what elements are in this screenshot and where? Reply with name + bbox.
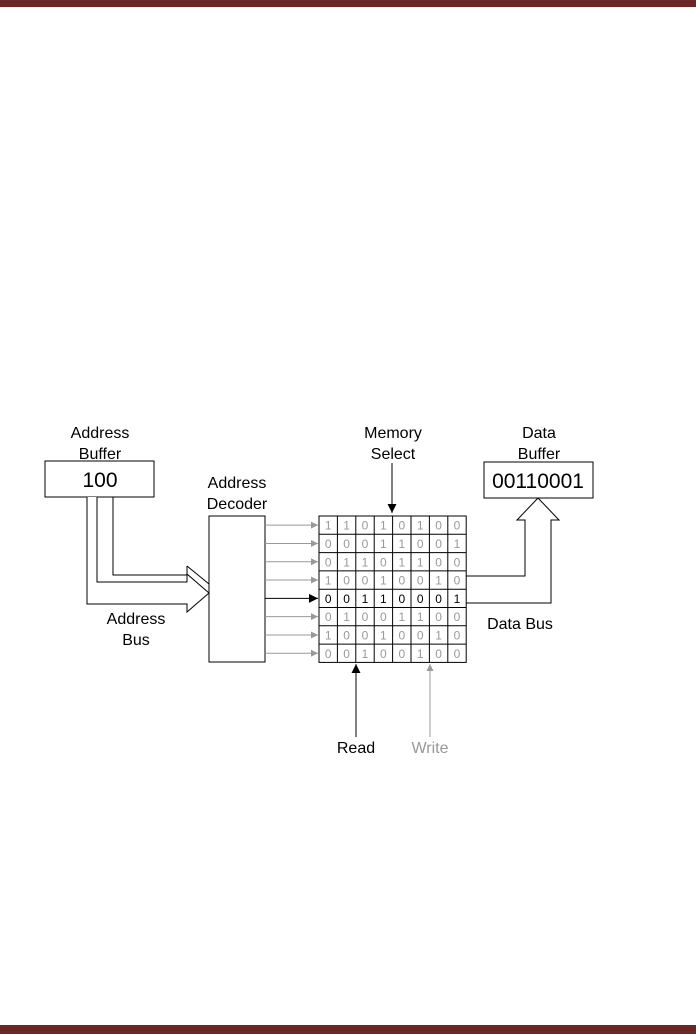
memory-bit-cell: 0 xyxy=(435,647,442,661)
memory-bit-cell: 0 xyxy=(325,647,332,661)
memory-bit-cell: 0 xyxy=(454,647,461,661)
memory-bit-cell: 0 xyxy=(343,628,350,642)
data-buffer-box xyxy=(483,461,594,499)
data-buffer-label-line2: Buffer xyxy=(518,446,561,463)
memory-bit-cell: 1 xyxy=(417,519,424,533)
memory-bit-cell: 0 xyxy=(343,647,350,661)
memory-bit-cell: 0 xyxy=(435,537,442,551)
memory-bit-cell: 1 xyxy=(362,555,369,569)
data-buffer-value: 00110001 xyxy=(492,470,584,493)
memory-bit-cell: 1 xyxy=(380,574,387,588)
address-bus-arrow-outer xyxy=(86,497,210,614)
memory-bit-cell: 0 xyxy=(435,592,442,606)
memory-bit-cell: 0 xyxy=(454,519,461,533)
memory-bit-cell: 0 xyxy=(325,592,332,606)
memory-bit-cell: 1 xyxy=(417,555,424,569)
memory-bit-cell: 0 xyxy=(398,592,405,606)
memory-bit-cell: 0 xyxy=(325,610,332,624)
memory-select-label-line2: Select xyxy=(371,446,416,463)
memory-bit-cell: 0 xyxy=(343,537,350,551)
memory-bit-cell: 0 xyxy=(454,574,461,588)
address-bus-label-line2: Bus xyxy=(122,632,150,649)
memory-bit-cell: 0 xyxy=(454,628,461,642)
address-decoder-label-line1: Address xyxy=(208,475,267,492)
memory-bit-cell: 0 xyxy=(435,555,442,569)
memory-bit-cell: 1 xyxy=(362,647,369,661)
memory-bit-cell: 0 xyxy=(343,574,350,588)
memory-bit-cell: 0 xyxy=(380,555,387,569)
memory-bit-cell: 0 xyxy=(398,628,405,642)
memory-bit-cell: 0 xyxy=(454,555,461,569)
address-bus-label-line1: Address xyxy=(107,611,166,628)
memory-bit-cell: 0 xyxy=(362,628,369,642)
memory-bit-cell: 1 xyxy=(343,610,350,624)
memory-bit-cell: 1 xyxy=(398,610,405,624)
memory-bit-cell: 0 xyxy=(398,519,405,533)
memory-bit-cell: 1 xyxy=(380,519,387,533)
memory-bit-cell: 0 xyxy=(398,574,405,588)
memory-bit-cell: 1 xyxy=(380,592,387,606)
data-bus-label: Data Bus xyxy=(487,616,553,633)
write-label: Write xyxy=(411,740,448,757)
memory-bit-cell: 1 xyxy=(325,519,332,533)
address-buffer-value: 100 xyxy=(82,469,117,492)
memory-select-label-line1: Memory xyxy=(364,425,422,442)
data-buffer-label-line1: Data xyxy=(522,425,556,442)
top-border-bar xyxy=(0,0,696,7)
memory-bit-cell: 0 xyxy=(417,574,424,588)
memory-bit-cell: 1 xyxy=(417,647,424,661)
read-label: Read xyxy=(337,740,375,757)
address-bus-arrow-inner-head xyxy=(186,565,210,585)
memory-bit-cell: 1 xyxy=(343,555,350,569)
memory-bit-cell: 1 xyxy=(325,628,332,642)
memory-bit-cell: 0 xyxy=(362,574,369,588)
memory-bit-cell: 0 xyxy=(435,610,442,624)
memory-bit-cell: 0 xyxy=(417,628,424,642)
memory-bit-cell: 0 xyxy=(325,537,332,551)
memory-bit-cell: 0 xyxy=(398,647,405,661)
memory-bit-cell: 1 xyxy=(454,592,461,606)
address-buffer-label-line1: Address xyxy=(71,425,130,442)
memory-bit-cell: 1 xyxy=(380,537,387,551)
memory-bit-cell: 0 xyxy=(454,610,461,624)
address-buffer-box xyxy=(44,460,155,498)
memory-bit-cell: 1 xyxy=(398,537,405,551)
memory-bit-cell: 0 xyxy=(362,610,369,624)
memory-bit-cell: 1 xyxy=(398,555,405,569)
memory-bit-cell: 0 xyxy=(362,537,369,551)
memory-bit-cell: 1 xyxy=(380,628,387,642)
memory-bit-cell: 0 xyxy=(417,592,424,606)
address-decoder-label-line2: Decoder xyxy=(207,496,268,513)
memory-bit-cell: 1 xyxy=(362,592,369,606)
memory-bit-cell: 0 xyxy=(435,519,442,533)
memory-bit-cell: 0 xyxy=(343,592,350,606)
address-bus-arrow-inner xyxy=(112,497,188,576)
memory-bit-cell: 1 xyxy=(454,537,461,551)
memory-bit-cell: 0 xyxy=(417,537,424,551)
memory-bit-cell: 1 xyxy=(417,610,424,624)
memory-bit-cell: 0 xyxy=(380,647,387,661)
memory-bit-cell: 1 xyxy=(325,574,332,588)
decoder-output-lines xyxy=(265,521,318,657)
bottom-border-bar xyxy=(0,1025,696,1034)
memory-bit-cell: 0 xyxy=(362,519,369,533)
data-bus-arrow-outer xyxy=(466,497,561,604)
memory-bit-cell: 0 xyxy=(380,610,387,624)
memory-bit-cell: 1 xyxy=(435,628,442,642)
address-buffer-label-line2: Buffer xyxy=(79,446,122,463)
memory-bit-cell: 0 xyxy=(325,555,332,569)
address-decoder-box xyxy=(208,515,266,663)
memory-bit-cell: 1 xyxy=(343,519,350,533)
memory-bit-cell: 1 xyxy=(435,574,442,588)
